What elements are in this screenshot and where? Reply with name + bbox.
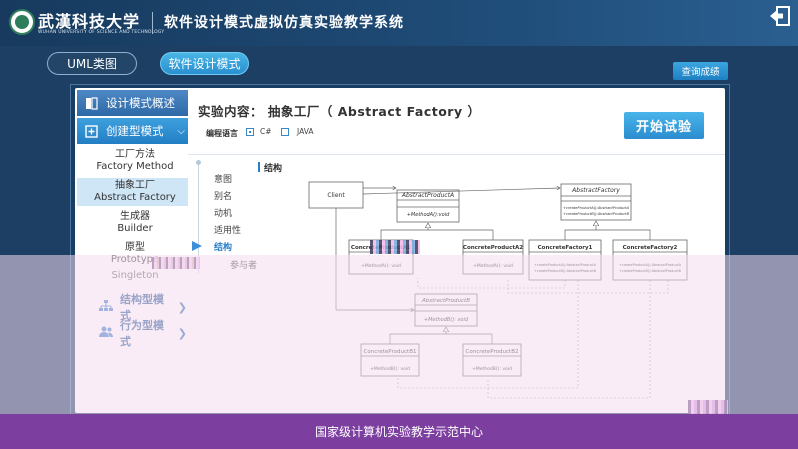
university-logo — [9, 9, 35, 35]
uml-abstract-product-b-label: AbstractProductB — [421, 298, 470, 304]
toc-item-structure[interactable]: 结构 — [214, 243, 233, 253]
exit-button[interactable] — [768, 5, 792, 27]
sidebar-item-overview[interactable]: 设计模式概述 — [77, 90, 193, 116]
exit-icon — [770, 6, 790, 26]
sidebar-sub-singleton[interactable]: Singleton — [111, 270, 159, 281]
chevron-down-icon: ⌵ — [177, 125, 185, 137]
toc-item-motivation[interactable]: 动机 — [214, 209, 233, 219]
glitch-artifact — [370, 240, 420, 254]
section-title: 结构 — [264, 164, 283, 174]
sitemap-icon — [99, 299, 113, 315]
users-icon — [99, 326, 113, 341]
university-en-name: WUHAN UNIVERSITY OF SCIENCE AND TECHNOLO… — [38, 30, 165, 35]
glitch-artifact — [688, 400, 728, 414]
chevron-right-icon: ❯ — [177, 300, 187, 314]
toc-item-intent[interactable]: 意图 — [214, 175, 233, 185]
glitch-artifact — [152, 257, 200, 269]
university-name: 武漢科技大学 — [38, 12, 141, 31]
uml-f2-create-b: +createProductB():AbstractProductB — [619, 269, 682, 273]
uml-method-b-label: +MethodB(): void — [424, 317, 469, 323]
uml-f1-create-a: +createProductA():AbstractProductA — [534, 263, 597, 267]
uml-concrete-b1-label: ConcreteProductB1 — [364, 349, 417, 355]
radio-java-label: JAVA — [297, 127, 314, 136]
radio-java[interactable] — [281, 128, 289, 136]
radio-csharp-label: C# — [260, 127, 272, 136]
uml-concrete-f2-label: ConcreteFactory2 — [623, 245, 678, 251]
language-label: 编程语言 — [206, 129, 238, 138]
tab-design-patterns[interactable]: 软件设计模式 — [160, 52, 249, 75]
chevron-right-icon: ❯ — [177, 326, 187, 340]
query-score-button[interactable]: 查询成绩 — [673, 62, 728, 80]
uml-create-a-label: +createProductA():AbstractProductA — [563, 206, 630, 210]
toc-arrow-icon — [192, 241, 202, 251]
footer: 国家级计算机实验教学示范中心 — [0, 414, 798, 449]
uml-f1-create-b: +createProductB():AbstractProductB — [534, 269, 597, 273]
uml-concrete-f1-label: ConcreteFactory1 — [538, 245, 593, 251]
uml-concrete-b2-label: ConcreteProductB2 — [466, 349, 519, 355]
uml-abstract-product-a-box — [396, 189, 460, 223]
book-icon — [85, 96, 98, 110]
footer-text: 国家级计算机实验教学示范中心 — [314, 425, 483, 439]
uml-concrete-a2-label: ConcreteProductA2 — [463, 245, 523, 251]
uml-concrete-a1-method: +MethodA(): void — [361, 263, 401, 269]
sidebar-item-creational[interactable]: 创建型模式 ⌵ — [77, 118, 193, 144]
uml-diagram: Client AbstractProductA +MethodA():void … — [308, 181, 688, 399]
radio-csharp[interactable] — [246, 128, 254, 136]
toc-dot — [196, 160, 201, 165]
title-divider — [152, 12, 153, 34]
uml-client-box — [308, 181, 364, 209]
sidebar-sub-builder[interactable]: 生成器 Builder — [117, 211, 153, 234]
uml-f2-create-a: +createProductA():AbstractProductA — [619, 263, 682, 267]
toc-line — [198, 163, 199, 273]
uml-create-b-label: +createProductB():AbstractProductB — [563, 212, 630, 216]
uml-abstract-factory-label: AbstractFactory — [571, 187, 620, 194]
main-panel: 实验内容： 抽象工厂（ Abstract Factory ） 编程语言 C# J… — [188, 88, 725, 413]
start-experiment-button[interactable]: 开始试验 — [624, 112, 704, 139]
uml-concrete-b1-method: +MethodB(): void — [370, 366, 410, 372]
page-title: 实验内容： 抽象工厂（ Abstract Factory ） — [198, 104, 481, 119]
uml-method-a-label: +MethodA():void — [407, 212, 450, 218]
uml-concrete-b2-method: +MethodB(): void — [472, 366, 512, 372]
uml-client-label: Client — [327, 192, 345, 199]
toc-item-applicability[interactable]: 适用性 — [214, 226, 242, 236]
top-bar: 武漢科技大学 WUHAN UNIVERSITY OF SCIENCE AND T… — [0, 0, 798, 46]
sidebar-sub-factory-method[interactable]: 工厂方法 Factory Method — [96, 149, 174, 172]
uml-concrete-a2-method: +MethodA(): void — [473, 263, 513, 269]
sidebar: 设计模式概述 创建型模式 ⌵ 工厂方法 Factory Method 抽象工厂 … — [75, 88, 195, 413]
plus-square-icon — [85, 124, 98, 138]
system-title: 软件设计模式虚拟仿真实验教学系统 — [164, 15, 404, 31]
sidebar-item-label: 设计模式概述 — [106, 96, 175, 110]
tab-uml-diagram[interactable]: UML类图 — [47, 52, 137, 75]
divider — [188, 154, 725, 155]
sidebar-item-label: 创建型模式 — [106, 124, 164, 138]
sidebar-sub-abstract-factory[interactable]: 抽象工厂 Abstract Factory — [77, 178, 193, 206]
sidebar-item-behavioral[interactable]: 行为型模式 ❯ — [75, 319, 195, 348]
section-marker — [258, 162, 260, 172]
uml-abstract-product-a-label: AbstractProductA — [401, 192, 454, 199]
toc-item-alias[interactable]: 别名 — [214, 192, 233, 202]
uml-abstract-factory-box — [560, 183, 632, 221]
